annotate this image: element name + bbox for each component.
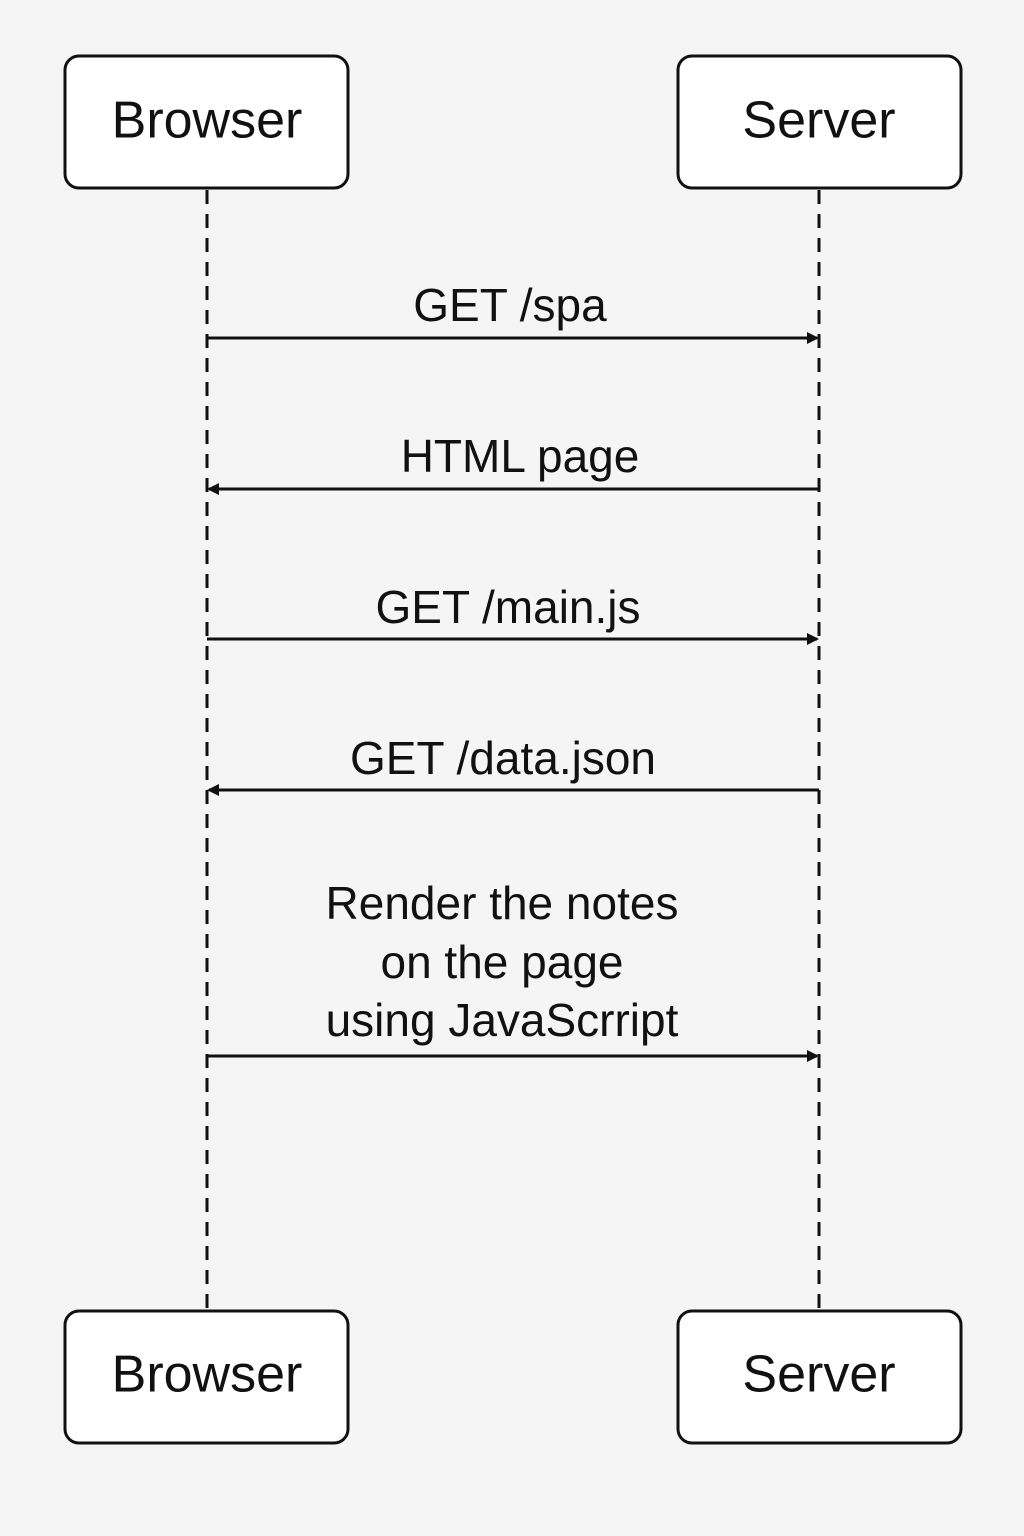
message-5-label-line-3: using JavaScrript	[326, 994, 679, 1046]
participant-browser-bottom: Browser	[63, 1309, 350, 1445]
participant-browser-bottom-label: Browser	[112, 1346, 303, 1404]
participant-server-top: Server	[676, 54, 963, 190]
message-5: Render the notes on the page using JavaS…	[207, 877, 819, 1062]
message-3: GET /main.js	[207, 581, 819, 645]
participant-browser-top-label: Browser	[112, 92, 303, 150]
message-4-label: GET /data.json	[350, 732, 656, 784]
message-2-label: HTML page	[401, 430, 640, 482]
participant-server-bottom: Server	[676, 1309, 963, 1445]
participant-server-bottom-label: Server	[742, 1346, 895, 1404]
message-5-label-line-1: Render the notes	[326, 877, 679, 929]
message-1-label: GET /spa	[413, 279, 607, 331]
participant-browser-top: Browser	[63, 54, 350, 190]
message-2: HTML page	[207, 430, 819, 495]
message-1: GET /spa	[207, 279, 819, 344]
message-5-label-line-2: on the page	[380, 936, 623, 988]
message-4: GET /data.json	[207, 732, 819, 796]
message-3-label: GET /main.js	[376, 581, 641, 633]
participant-server-top-label: Server	[742, 92, 895, 150]
